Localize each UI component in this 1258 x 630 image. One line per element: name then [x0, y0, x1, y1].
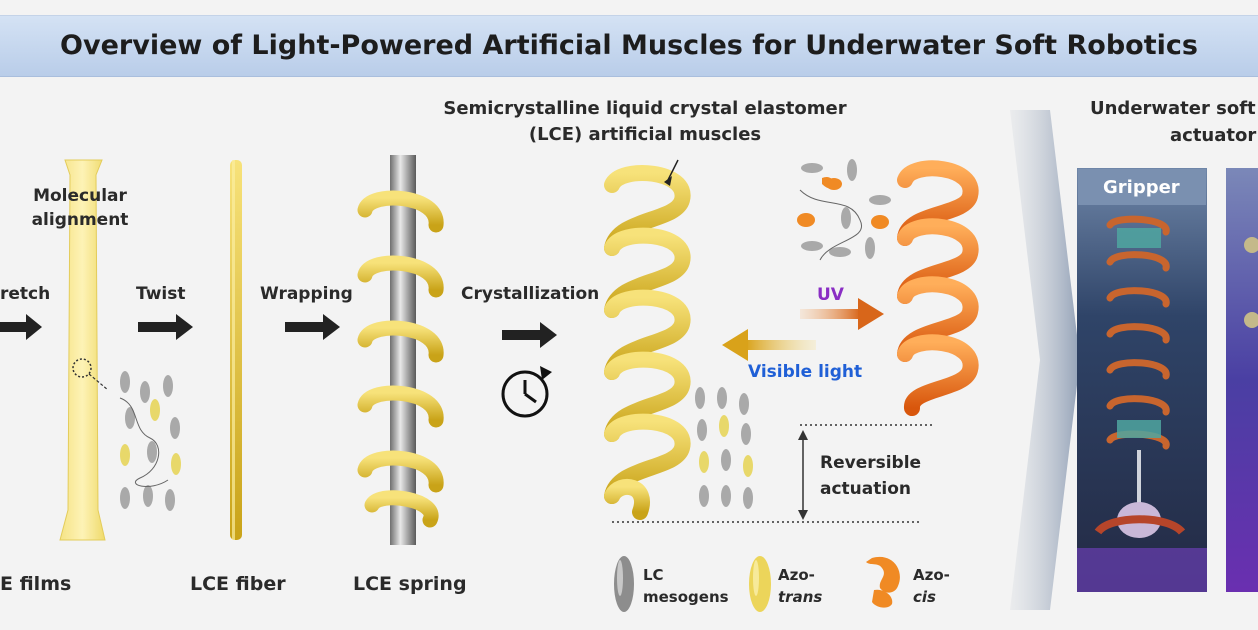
yellow-helix-muscle	[604, 165, 691, 520]
uv-label: UV	[817, 285, 844, 305]
arrow-twist	[138, 314, 193, 340]
underwater-title: Underwater soft actuator	[1090, 98, 1257, 146]
visible-arrow	[722, 329, 816, 361]
molecule-cluster-trans	[695, 387, 753, 509]
reversible-actuation-label: Reversible actuation	[820, 453, 922, 499]
step-crystallization: Crystallization	[461, 284, 600, 304]
spring-rod	[390, 155, 416, 545]
legend-lc-label: LC mesogens	[643, 566, 729, 606]
gripper-label: Gripper	[1103, 177, 1180, 198]
legend-cis-icon	[866, 556, 900, 608]
fiber-label: LCE fiber	[190, 573, 286, 595]
molecular-alignment-label: Molecular alignment	[31, 186, 129, 230]
molecule-cluster-film	[119, 371, 181, 511]
orange-helix-muscle	[897, 160, 979, 416]
arrow-stretch	[0, 314, 42, 340]
muscle-title: Semicrystalline liquid crystal elastomer…	[443, 98, 847, 145]
legend-lc-icon	[614, 556, 634, 612]
legend-trans-icon	[749, 556, 771, 612]
legend-trans-label: Azo- trans	[778, 566, 823, 606]
arrow-wrapping	[285, 314, 340, 340]
title-bar: Overview of Light-Powered Artificial Mus…	[0, 15, 1258, 77]
page-title: Overview of Light-Powered Artificial Mus…	[60, 30, 1198, 61]
legend-cis-label: Azo- cis	[913, 566, 950, 606]
lce-film	[59, 159, 106, 541]
uv-arrow	[800, 298, 884, 330]
spring-label: LCE spring	[353, 573, 467, 595]
double-arrow	[798, 430, 808, 520]
step-wrapping: Wrapping	[260, 284, 353, 304]
step-stretch: retch	[0, 284, 51, 304]
molecule-cluster-cis	[797, 159, 891, 261]
chevron-separator	[1010, 110, 1080, 610]
lce-spring	[357, 190, 444, 528]
zoom-circle	[72, 358, 92, 378]
visible-light-label: Visible light	[748, 362, 863, 382]
arrow-crystallization	[502, 322, 557, 348]
step-twist: Twist	[136, 284, 186, 304]
second-panel	[1226, 168, 1258, 592]
lce-fiber	[230, 160, 242, 540]
clock-icon	[501, 366, 552, 418]
films-label: E films	[0, 573, 72, 595]
